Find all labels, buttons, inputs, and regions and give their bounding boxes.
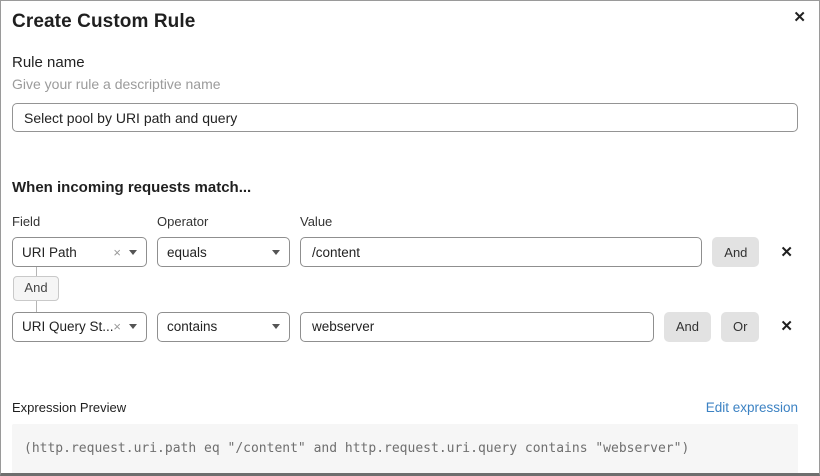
add-and-condition-button[interactable]: And [712,237,760,267]
rule-name-label: Rule name [12,54,85,71]
chevron-down-icon [129,324,137,330]
field-select[interactable]: URI Query St... × [12,311,147,342]
condition-row: URI Path × equals And ✕ [12,237,798,267]
clear-field-icon[interactable]: × [113,319,121,335]
field-select-value: URI Path [22,244,77,260]
rule-name-input[interactable] [12,103,798,132]
chevron-down-icon [272,249,280,255]
expression-preview-label: Expression Preview [12,399,127,415]
operator-select[interactable]: equals [157,237,290,267]
expression-code-preview: (http.request.uri.path eq "/content" and… [12,423,798,473]
field-column-label: Field [12,214,41,229]
connector-line [35,267,37,276]
condition-row: URI Query St... × contains And Or ✕ [12,311,798,342]
match-section-heading: When incoming requests match... [12,179,252,196]
delete-row-icon[interactable]: ✕ [780,318,793,336]
operator-select-value: contains [167,319,218,335]
and-connector: And [13,267,59,312]
rule-name-help-text: Give your rule a descriptive name [12,76,221,92]
expression-preview-header: Expression Preview Edit expression [12,400,798,415]
operator-select[interactable]: contains [157,311,290,342]
close-icon[interactable]: ✕ [789,6,810,29]
connector-line [35,300,37,312]
add-and-condition-button[interactable]: And [663,311,711,342]
page-title: Create Custom Rule [12,11,196,32]
edit-expression-link[interactable]: Edit expression [705,399,798,415]
condition-column-labels: Field Operator Value [12,214,798,229]
operator-column-label: Operator [157,214,209,229]
delete-row-icon[interactable]: ✕ [780,243,793,261]
chevron-down-icon [129,249,137,255]
and-connector-badge: And [13,276,59,301]
chevron-down-icon [272,324,280,330]
value-input[interactable] [300,237,703,267]
field-select-value: URI Query St... [22,319,114,335]
value-input[interactable] [300,311,654,342]
value-column-label: Value [300,214,333,229]
operator-select-value: equals [167,244,207,260]
clear-field-icon[interactable]: × [113,244,121,260]
add-or-condition-button[interactable]: Or [720,311,760,342]
field-select[interactable]: URI Path × [12,237,147,267]
